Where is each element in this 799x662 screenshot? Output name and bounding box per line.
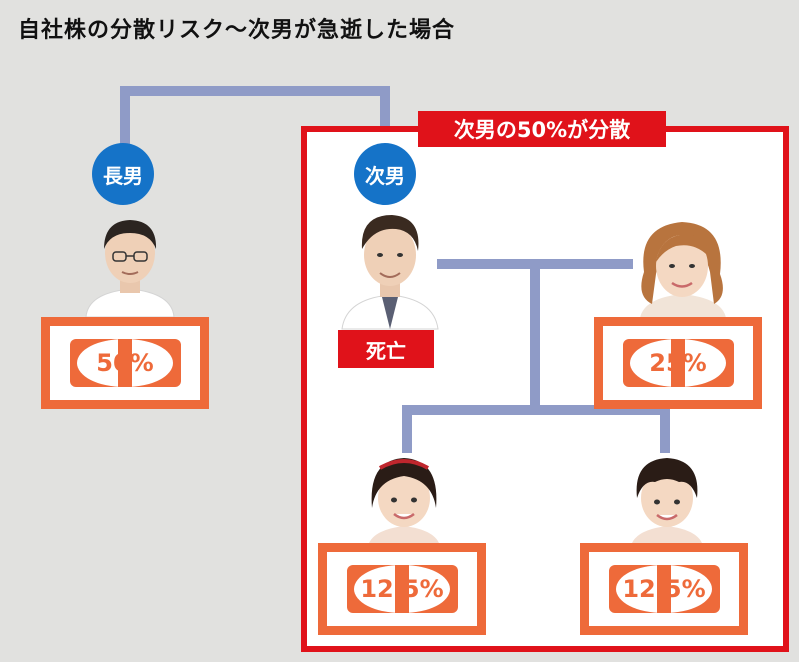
- second-son-badge: 次男: [354, 143, 416, 205]
- share-value: 12.5%: [616, 564, 712, 614]
- wife-share-box: 25%: [594, 317, 762, 409]
- son-portrait: [631, 458, 703, 546]
- second-son-portrait: [341, 215, 439, 330]
- son-share-box: 12.5%: [580, 543, 748, 635]
- connector-line: [402, 405, 670, 415]
- daughter-portrait: [368, 458, 440, 546]
- eldest-son-portrait: [85, 220, 175, 318]
- deceased-tag: 死亡: [338, 330, 434, 368]
- connector-line: [120, 86, 130, 158]
- share-value: 50%: [77, 338, 173, 388]
- eldest-share-box: 50%: [41, 317, 209, 409]
- connector-line: [380, 86, 390, 158]
- page-title: 自社株の分散リスク〜次男が急逝した場合: [18, 18, 456, 43]
- group-label: 次男の50%が分散: [418, 111, 666, 147]
- share-value: 12.5%: [354, 564, 450, 614]
- connector-line: [120, 86, 390, 96]
- connector-line: [402, 405, 412, 453]
- connector-line: [530, 264, 540, 414]
- eldest-son-badge: 長男: [92, 143, 154, 205]
- share-value: 25%: [630, 338, 726, 388]
- wife-portrait: [640, 222, 726, 318]
- connector-line: [660, 405, 670, 453]
- daughter-share-box: 12.5%: [318, 543, 486, 635]
